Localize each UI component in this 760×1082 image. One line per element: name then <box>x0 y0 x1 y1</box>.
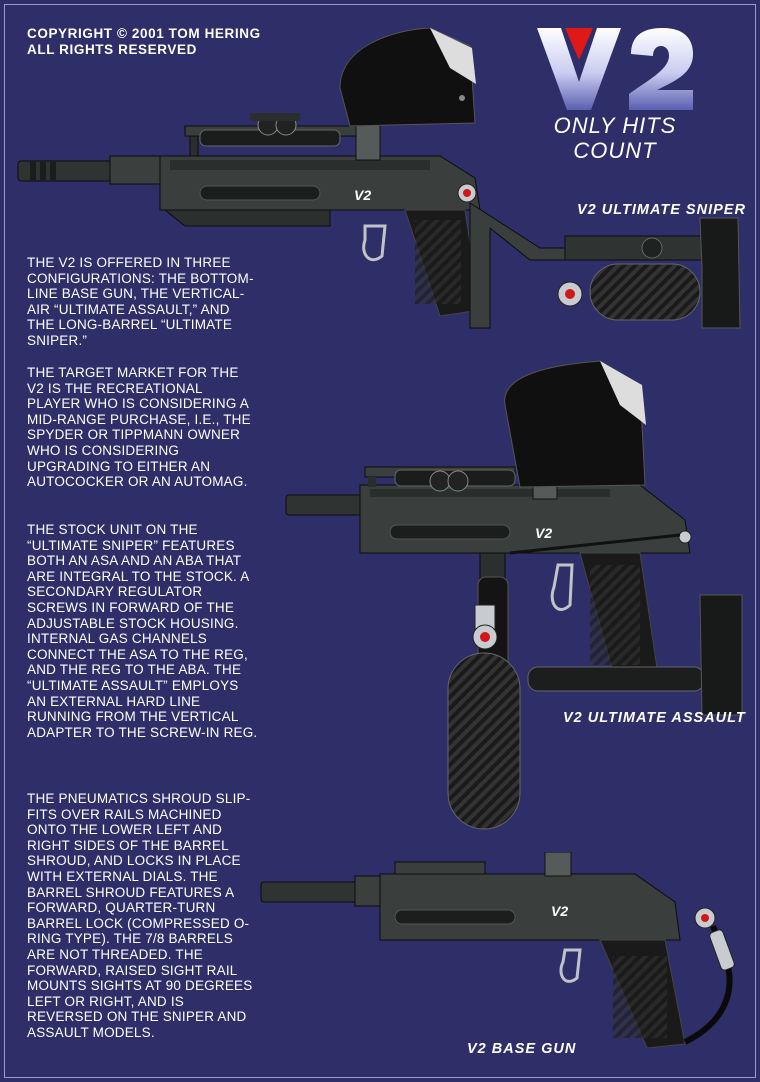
sniper-gun-illustration: V2 <box>17 28 741 329</box>
gun-badge: V2 <box>551 903 568 919</box>
tagline: ONLY HITS COUNT <box>535 113 695 163</box>
tagline-line: ONLY HITS <box>553 113 677 138</box>
tagline-line: COUNT <box>573 138 657 163</box>
page-border <box>4 4 756 1078</box>
gun-badge: V2 <box>354 187 371 203</box>
description-paragraph-4: THE PNEUMATICS SHROUD SLIP-FITS OVER RAI… <box>27 791 253 1040</box>
copyright-line: COPYRIGHT © 2001 TOM HERING <box>27 26 261 41</box>
description-paragraph-3: THE STOCK UNIT ON THE “ULTIMATE SNIPER” … <box>27 522 258 740</box>
description-paragraph-1: THE V2 IS OFFERED IN THREE CONFIGURATION… <box>27 255 254 348</box>
rights-line: ALL RIGHTS RESERVED <box>27 42 197 57</box>
base-model-label: V2 BASE GUN <box>467 1041 577 1057</box>
v2-logo <box>537 28 693 110</box>
assault-gun-illustration: V2 <box>285 360 743 830</box>
gun-badge: V2 <box>535 525 552 541</box>
description-paragraph-2: THE TARGET MARKET FOR THE V2 IS THE RECR… <box>27 365 251 490</box>
base-gun-illustration: V2 <box>260 852 735 1048</box>
assault-model-label: V2 ULTIMATE ASSAULT <box>563 710 746 726</box>
sniper-model-label: V2 ULTIMATE SNIPER <box>577 202 746 218</box>
copyright-notice: COPYRIGHT © 2001 TOM HERING ALL RIGHTS R… <box>27 26 261 58</box>
logo-accent <box>565 28 593 60</box>
